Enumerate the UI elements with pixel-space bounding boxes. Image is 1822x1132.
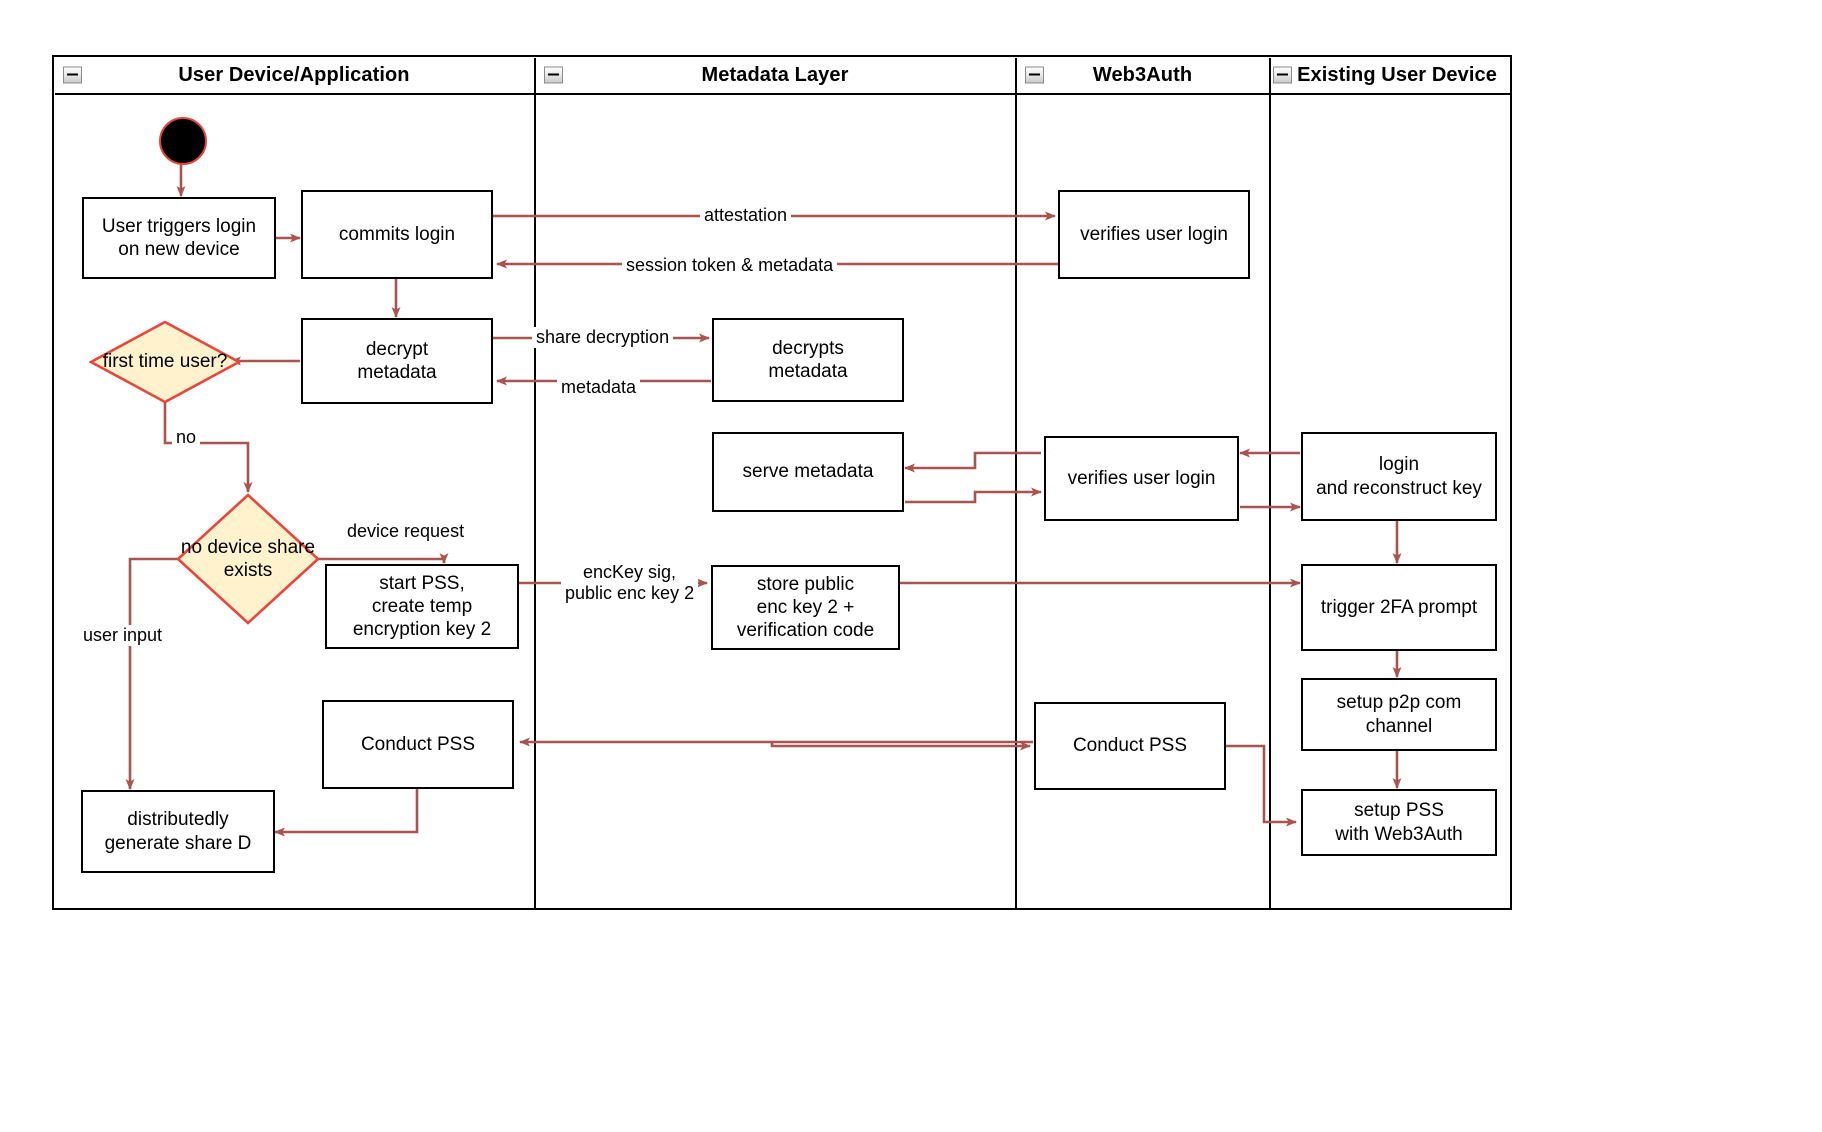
node-commits-login[interactable]: commits login [301, 190, 493, 279]
node-text-line: verifies user login [1067, 467, 1216, 489]
lane-body-user-device [55, 94, 536, 908]
lane-header-user-device[interactable]: User Device/Application [54, 57, 536, 95]
collapse-minus-icon[interactable] [543, 66, 563, 84]
node-setup-pss-with-web3auth[interactable]: setup PSS with Web3Auth [1301, 789, 1497, 856]
node-decrypts-metadata[interactable]: decrypts metadata [712, 318, 904, 402]
lane-title-metadata: Metadata Layer [701, 63, 849, 86]
lane-header-web3auth[interactable]: Web3Auth [1016, 57, 1271, 95]
lane-body-web3auth [1017, 94, 1271, 908]
node-text-line: distributedly [127, 809, 229, 831]
lane-header-existing-device[interactable]: Existing User Device [1270, 57, 1510, 95]
node-text-line: setup p2p com [1336, 692, 1462, 714]
lane-title-web3auth: Web3Auth [1092, 63, 1193, 86]
node-text-line: Conduct PSS [1072, 735, 1188, 757]
edge-label-session-token-metadata: session token & metadata [622, 255, 838, 277]
node-text-line: encryption key 2 [352, 619, 492, 641]
lane-header-metadata[interactable]: Metadata Layer [535, 57, 1017, 95]
node-text-line: store public [756, 573, 855, 595]
lane-title-existing-device: Existing User Device [1297, 63, 1497, 86]
node-first-time-user[interactable]: first time user? [89, 320, 241, 404]
collapse-minus-icon[interactable] [1272, 66, 1292, 84]
node-start-pss-create-temp-key[interactable]: start PSS, create temp encryption key 2 [325, 564, 519, 649]
node-text-line: share exists [223, 536, 316, 581]
edge-label-share-decryption: share decryption [532, 327, 674, 349]
edge-label-enckey-sig: encKey sig, public enc key 2 [561, 562, 699, 605]
edge-label-no: no [172, 427, 201, 449]
node-text-line: create temp [371, 595, 473, 617]
node-text-line: trigger 2FA prompt [1320, 596, 1478, 618]
node-text-line: verifies user login [1080, 223, 1228, 245]
node-text-line: first time [102, 351, 175, 373]
edge-label-metadata: metadata [557, 377, 641, 399]
node-text-line: Conduct PSS [360, 733, 476, 755]
node-decrypt-metadata[interactable]: decrypt metadata [301, 318, 493, 404]
edge-label-line: public enc key 2 [565, 583, 695, 604]
node-conduct-pss-user-device[interactable]: Conduct PSS [322, 700, 514, 789]
initial-node [159, 117, 207, 165]
node-text-line: user? [179, 351, 228, 373]
node-text-line: setup PSS [1354, 800, 1444, 822]
node-text-line: login [1378, 454, 1420, 476]
node-conduct-pss-web3auth[interactable]: Conduct PSS [1034, 702, 1226, 790]
node-text-line: with Web3Auth [1335, 823, 1463, 845]
node-text-line: generate share D [104, 832, 252, 854]
node-text-line: commits login [338, 223, 456, 245]
node-text-line: channel [1365, 715, 1433, 737]
node-user-triggers-login[interactable]: User triggers login on new device [82, 197, 276, 279]
node-verifies-user-login-top[interactable]: verifies user login [1058, 190, 1250, 279]
node-text-line: no device [180, 536, 263, 558]
node-text-line: and reconstruct key [1316, 477, 1482, 499]
node-distributedly-generate-share-d[interactable]: distributedly generate share D [81, 790, 275, 873]
edge-label-user-input: user input [79, 625, 167, 647]
node-store-public-enc-key[interactable]: store public enc key 2 + verification co… [711, 565, 900, 650]
node-setup-p2p-channel[interactable]: setup p2p com channel [1301, 678, 1497, 751]
node-verifies-user-login-mid[interactable]: verifies user login [1044, 436, 1239, 521]
node-text-line: serve metadata [742, 461, 874, 483]
node-text-line: metadata [357, 362, 437, 383]
lane-title-user-device: User Device/Application [178, 63, 410, 86]
node-text-line: enc key 2 + [756, 596, 855, 618]
node-text-line: verification code [736, 620, 875, 642]
edge-label-device-request: device request [343, 521, 469, 543]
node-text-line: decrypt [365, 338, 429, 360]
node-text-line: decrypts [772, 337, 844, 359]
node-text-line: start PSS, [379, 572, 465, 594]
node-serve-metadata[interactable]: serve metadata [712, 432, 904, 512]
node-text-line: metadata [768, 361, 848, 382]
collapse-minus-icon[interactable] [1024, 66, 1044, 84]
edge-label-attestation: attestation [700, 205, 792, 227]
node-no-device-share-exists[interactable]: no device share exists [176, 493, 320, 625]
node-text-line: User triggers login [101, 215, 257, 237]
collapse-minus-icon[interactable] [62, 66, 82, 84]
node-login-and-reconstruct-key[interactable]: login and reconstruct key [1301, 432, 1497, 521]
edge-label-line: encKey sig, [583, 562, 677, 582]
node-trigger-2fa-prompt[interactable]: trigger 2FA prompt [1301, 564, 1497, 651]
node-text-line: on new device [118, 239, 240, 260]
